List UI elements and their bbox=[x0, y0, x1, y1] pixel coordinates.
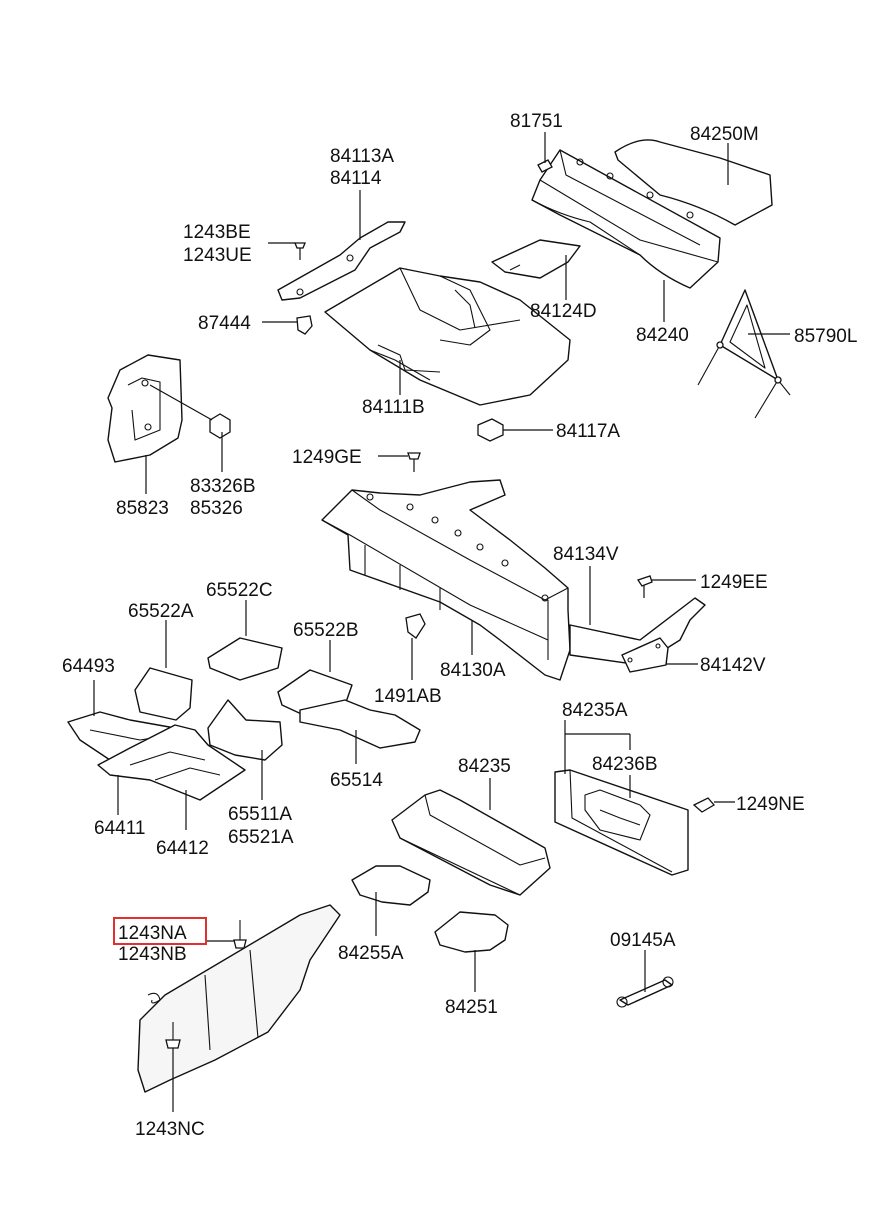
label-84236b[interactable]: 84236B bbox=[592, 754, 658, 775]
label-84251[interactable]: 84251 bbox=[445, 997, 498, 1018]
part-84124d-pad[interactable] bbox=[491, 239, 581, 279]
label-65521a[interactable]: 65521A bbox=[228, 827, 294, 848]
label-84250m[interactable]: 84250M bbox=[690, 124, 759, 145]
part-81751-screw[interactable] bbox=[537, 132, 553, 173]
label-85790l[interactable]: 85790L bbox=[794, 326, 857, 347]
part-84235-floor-channel[interactable] bbox=[391, 789, 551, 896]
label-1491ab[interactable]: 1491AB bbox=[374, 686, 442, 707]
label-64412[interactable]: 64412 bbox=[156, 838, 209, 859]
part-85790l-warning-triangle[interactable] bbox=[697, 289, 791, 419]
highlight-box bbox=[113, 917, 207, 945]
part-1249ee-bolt[interactable] bbox=[636, 575, 653, 598]
label-1243nb[interactable]: 1243NB bbox=[118, 944, 187, 965]
part-84111b-floor-mat[interactable] bbox=[324, 267, 571, 406]
label-84255a[interactable]: 84255A bbox=[338, 943, 404, 964]
part-84251-pad[interactable] bbox=[434, 911, 509, 953]
part-84240-tray[interactable] bbox=[531, 149, 721, 289]
label-85326[interactable]: 85326 bbox=[190, 498, 243, 519]
label-87444[interactable]: 87444 bbox=[198, 313, 251, 334]
part-labels: 81751 84250M 84113A 84114 1243BE 1243UE … bbox=[62, 111, 857, 1140]
label-84235[interactable]: 84235 bbox=[458, 756, 511, 777]
part-84134v-bracket[interactable] bbox=[569, 597, 706, 666]
label-09145a[interactable]: 09145A bbox=[610, 930, 676, 951]
part-84142v-bracket[interactable] bbox=[621, 637, 669, 673]
part-1243na-screw[interactable] bbox=[233, 920, 247, 949]
label-84240[interactable]: 84240 bbox=[636, 325, 689, 346]
label-1243nc[interactable]: 1243NC bbox=[135, 1119, 205, 1140]
part-83326b-clip[interactable] bbox=[149, 384, 231, 439]
label-1249ne[interactable]: 1249NE bbox=[736, 794, 805, 815]
label-65522c[interactable]: 65522C bbox=[206, 580, 273, 601]
part-65522c-pad[interactable] bbox=[207, 637, 283, 681]
part-84117a-plug[interactable] bbox=[477, 418, 504, 442]
part-1491ab-clip[interactable] bbox=[405, 613, 426, 639]
label-65511a[interactable]: 65511A bbox=[228, 804, 292, 825]
part-1249ne-bolt[interactable] bbox=[692, 797, 735, 813]
part-1249ge-bolt[interactable] bbox=[407, 452, 421, 472]
label-84142v[interactable]: 84142V bbox=[700, 655, 766, 676]
label-64493[interactable]: 64493 bbox=[62, 656, 115, 677]
part-side-trim-panel[interactable] bbox=[137, 904, 341, 1093]
part-1243nc-screw[interactable] bbox=[165, 1022, 181, 1049]
label-84114[interactable]: 84114 bbox=[330, 168, 382, 189]
label-64411[interactable]: 64411 bbox=[94, 818, 145, 839]
part-1243be-screw[interactable] bbox=[294, 242, 306, 260]
label-84117a[interactable]: 84117A bbox=[556, 421, 620, 442]
part-87444-clip[interactable] bbox=[296, 315, 313, 335]
label-1243na[interactable]: 1243NA bbox=[118, 923, 187, 944]
label-1243be[interactable]: 1243BE bbox=[183, 222, 251, 243]
label-65522a[interactable]: 65522A bbox=[128, 601, 194, 622]
label-1249ge[interactable]: 1249GE bbox=[292, 447, 362, 468]
label-84130a[interactable]: 84130A bbox=[440, 660, 506, 681]
label-83326b[interactable]: 83326B bbox=[190, 476, 256, 497]
part-84255a-pad[interactable] bbox=[351, 865, 431, 906]
part-85823-side-trim[interactable] bbox=[107, 354, 183, 463]
part-65511a-mat[interactable] bbox=[207, 699, 283, 761]
leader-lines bbox=[93, 143, 790, 1112]
part-84250m-pad[interactable] bbox=[614, 139, 773, 226]
label-65514[interactable]: 65514 bbox=[330, 770, 383, 791]
part-84130a-cross-member[interactable] bbox=[321, 479, 571, 681]
label-85823[interactable]: 85823 bbox=[116, 498, 169, 519]
label-1243ue[interactable]: 1243UE bbox=[183, 245, 252, 266]
label-84235a[interactable]: 84235A bbox=[562, 700, 628, 721]
part-09145a-wrench[interactable] bbox=[616, 976, 674, 1008]
label-84134v[interactable]: 84134V bbox=[553, 544, 619, 565]
label-1249ee[interactable]: 1249EE bbox=[700, 572, 768, 593]
part-84235a-panel[interactable] bbox=[554, 769, 689, 876]
part-65514-mat[interactable] bbox=[299, 699, 421, 749]
part-65522a-pad[interactable] bbox=[134, 667, 193, 721]
label-84113a[interactable]: 84113A bbox=[330, 146, 394, 167]
part-64411-floor-panel[interactable] bbox=[97, 724, 246, 801]
part-84113a-bracket[interactable] bbox=[277, 221, 406, 301]
label-65522b[interactable]: 65522B bbox=[293, 620, 359, 641]
label-84111b[interactable]: 84111B bbox=[362, 397, 425, 418]
label-81751[interactable]: 81751 bbox=[510, 111, 563, 132]
label-84124d[interactable]: 84124D bbox=[530, 301, 597, 322]
